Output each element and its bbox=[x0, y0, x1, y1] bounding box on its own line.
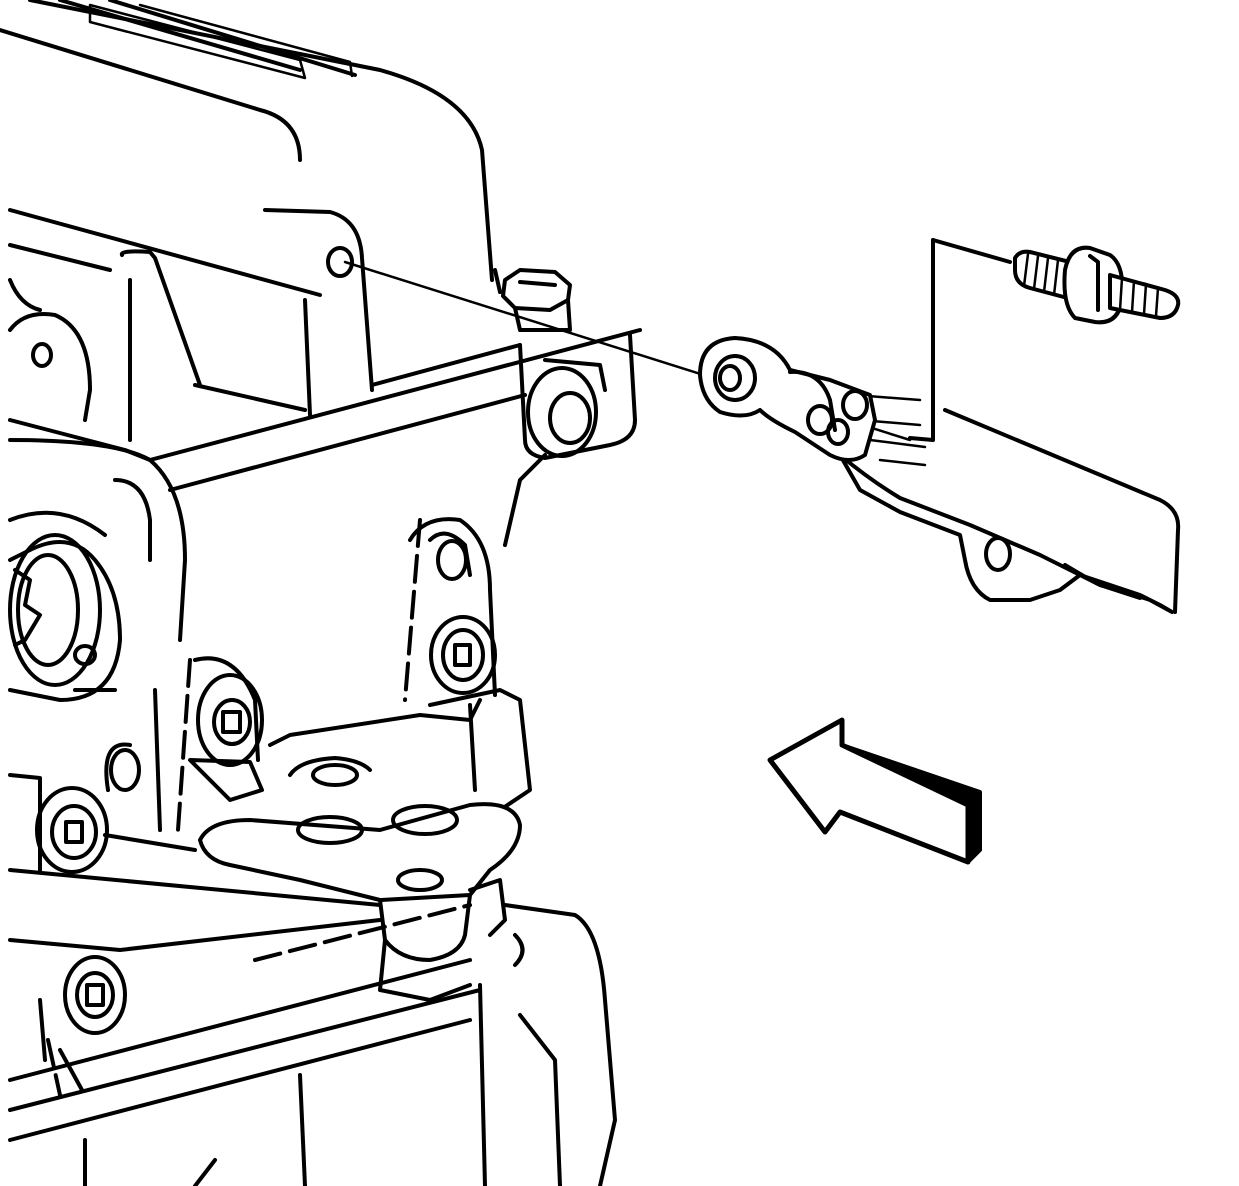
engine-mount-bracket bbox=[198, 688, 532, 1002]
arrow-left-icon bbox=[767, 717, 982, 865]
bracket-stud-hole bbox=[326, 246, 354, 278]
ground-wire-harness bbox=[838, 238, 1181, 614]
stud-bolt bbox=[1013, 245, 1181, 325]
ground-strap-terminal bbox=[698, 336, 877, 462]
engine-block bbox=[0, 0, 642, 1186]
hex-bolt-head bbox=[501, 268, 572, 332]
